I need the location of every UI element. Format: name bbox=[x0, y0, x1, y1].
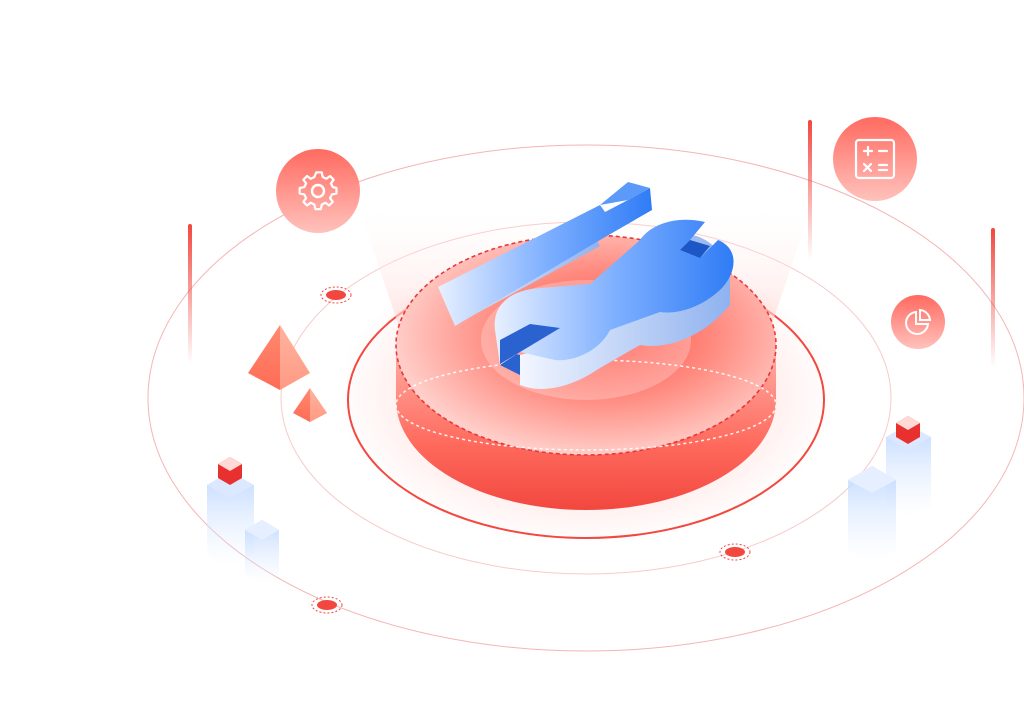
block-cluster-left bbox=[207, 457, 279, 585]
gear-icon bbox=[298, 171, 338, 211]
pie-chart-icon bbox=[905, 308, 932, 335]
wrench-screwdriver-icon bbox=[438, 182, 734, 389]
gear-bubble bbox=[276, 149, 360, 233]
orbit-markers bbox=[311, 286, 751, 614]
pyramid-small bbox=[293, 388, 327, 422]
calculator-icon bbox=[854, 138, 896, 180]
pie-chart-bubble bbox=[891, 295, 945, 349]
pyramid-large bbox=[248, 325, 310, 390]
block-cluster-right bbox=[848, 416, 931, 563]
calculator-bubble bbox=[833, 117, 917, 201]
pillar-lines bbox=[188, 120, 995, 368]
